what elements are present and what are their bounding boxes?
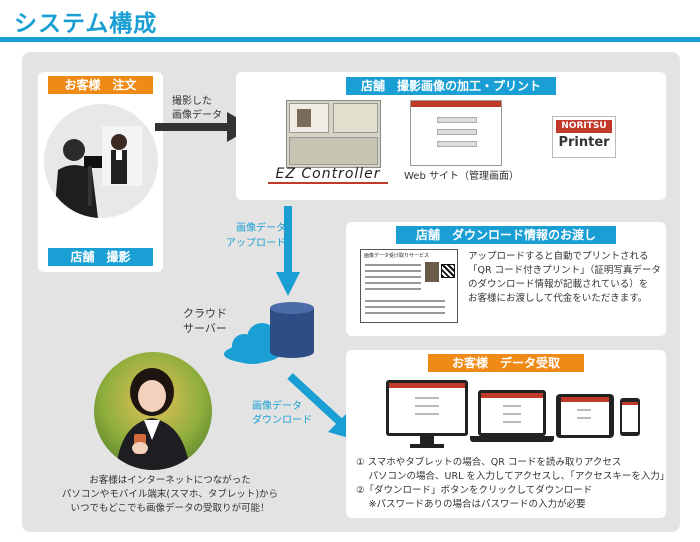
ez-controller-logo: EZ Controller [268,166,388,184]
bottom-caption: お客様はインターネットにつながった パソコンやモバイル端末(スマホ、タブレット)… [30,474,310,516]
printer-logo: NORITSU Printer [552,116,616,158]
ez-controller-screenshot [286,100,381,168]
store-processing-card: 店舗 撮影画像の加工・プリント EZ Controller Web サイト（管理… [236,72,666,200]
printer-logo-brand: NORITSU [556,120,612,133]
cloud-server-icon [224,302,314,364]
customer-order-label: お客様 注文 [48,76,153,94]
receive-step-1-detail: パソコンの場合、URL を入力してアクセスし、「アクセスキーを入力」 [356,471,670,482]
page-title: システム構成 [14,11,158,37]
customer-receive-card: お客様 データ受取 ① スマホやタブレットの場合、QR コードを読み取りアクセス… [346,350,669,518]
store-delivery-text: アップロードすると自動でプリントされる 「QR コード付きプリント」（証明写真デ… [468,250,661,306]
arrow-label-line1: 撮影した [172,96,212,107]
qr-photo [425,262,439,282]
cloud-label-line2: サーバー [183,322,227,335]
delivery-text-line3: のダウンロード情報が記載されている）を [468,279,649,290]
store-delivery-label: 店舗 ダウンロード情報のお渡し [396,226,616,244]
receive-step-2: ②「ダウンロード」ボタンをクリックしてダウンロード [356,485,593,496]
receive-steps: ① スマホやタブレットの場合、QR コードを読み取りアクセス パソコンの場合、U… [356,456,669,512]
printer-logo-text: Printer [558,135,610,150]
qr-print-card: 画像データ受け取りサービス [360,249,458,323]
desktop-monitor-icon [386,380,468,436]
arrow-down-icon [276,206,300,296]
title-underline [0,37,700,42]
delivery-text-line2: 「QR コード付きプリント」（証明写真データ [468,265,661,276]
delivery-text-line4: お客様にお渡しして代金をいただきます。 [468,293,648,304]
monitor-stand [420,436,434,444]
qr-card-title: 画像データ受け取りサービス [364,253,430,259]
customer-receive-label: お客様 データ受取 [428,354,584,372]
download-label-line2: ダウンロード [252,415,312,426]
download-label-line1: 画像データ [252,401,302,412]
website-caption: Web サイト（管理画面） [404,171,519,182]
customer-order-card: お客様 注文 店舗 撮影 [38,72,163,272]
upload-label-line1: 画像データ [236,223,286,234]
website-screenshot [410,100,502,166]
delivery-text-line1: アップロードすると自動でプリントされる [468,251,649,262]
qr-code-icon [441,264,455,278]
smartphone-icon [620,398,640,436]
bottom-caption-line2: パソコンやモバイル端末(スマホ、タブレット)から [61,489,279,500]
store-delivery-card: 店舗 ダウンロード情報のお渡し 画像データ受け取りサービス アップロードすると自… [346,222,666,336]
laptop-base [470,436,554,442]
laptop-icon [478,390,546,436]
store-shoot-label: 店舗 撮影 [48,248,153,266]
cloud-label-line1: クラウド [183,307,227,320]
tablet-icon [556,394,614,438]
receive-step-2-note: ※パスワードありの場合はパスワードの入力が必要 [356,499,586,510]
store-processing-label: 店舗 撮影画像の加工・プリント [346,77,556,95]
monitor-base [410,444,444,448]
bottom-caption-line3: いつでもどこでも画像データの受取りが可能！ [70,503,270,514]
bottom-caption-line1: お客様はインターネットにつながった [89,475,251,486]
upload-label-line2: アップロード [226,238,286,249]
receive-step-1: ① スマホやタブレットの場合、QR コードを読み取りアクセス [356,457,622,468]
photo-shoot-image [44,104,158,218]
customer-smartphone-photo [94,352,212,470]
arrow-label-line2: 画像データ [172,110,222,121]
